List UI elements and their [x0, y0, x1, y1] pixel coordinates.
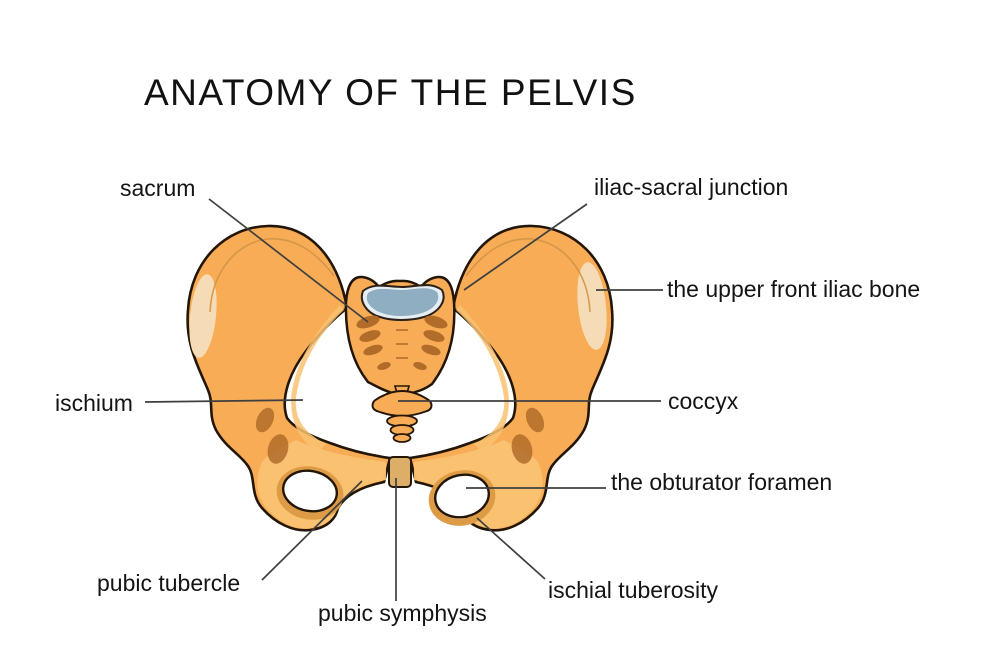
leader-lines — [144, 198, 663, 601]
label-obturator-foramen: the obturator foramen — [611, 469, 833, 495]
left-wing-pale-highlight — [189, 274, 217, 358]
label-coccyx: coccyx — [668, 388, 739, 414]
sacral-foramina — [356, 315, 448, 370]
leader-ischial-tuberosity — [476, 517, 546, 580]
right-ischial-spine-shadow — [525, 407, 545, 433]
sacral-cartilage-blue — [366, 288, 439, 316]
right-brim-highlight — [456, 305, 509, 452]
leader-pubic-tubercle — [261, 480, 363, 581]
label-ischium: ischium — [55, 390, 133, 416]
coccyx-bulb — [371, 390, 433, 417]
left-obturator-foramen — [281, 469, 339, 513]
left-crest-rim-line — [209, 238, 335, 313]
left-brim-highlight — [291, 305, 344, 452]
pubic-symphysis-block — [388, 456, 412, 488]
right-obturator-foramen — [434, 473, 490, 519]
leader-iliac-sacral — [463, 203, 588, 291]
label-upper-front-iliac-bone: the upper front iliac bone — [667, 276, 921, 302]
label-ischial-tuberosity: ischial tuberosity — [548, 577, 719, 603]
right-acetabulum-shadow — [511, 434, 533, 464]
leader-ischium — [144, 399, 304, 403]
label-sacrum: sacrum — [120, 175, 196, 201]
sacral-midline-ticks — [396, 329, 408, 359]
label-pubic-symphysis: pubic symphysis — [318, 600, 487, 626]
page-title: ANATOMY OF THE PELVIS — [144, 72, 637, 113]
coccyx-segments — [386, 414, 418, 443]
left-ischial-spine-shadow — [255, 407, 275, 433]
right-crest-rim-line — [465, 238, 591, 313]
label-iliac-sacral-junction: iliac-sacral junction — [594, 174, 789, 200]
label-pubic-tubercle: pubic tubercle — [97, 570, 241, 596]
left-acetabulum-shadow — [267, 434, 289, 464]
leader-sacrum — [208, 198, 369, 323]
